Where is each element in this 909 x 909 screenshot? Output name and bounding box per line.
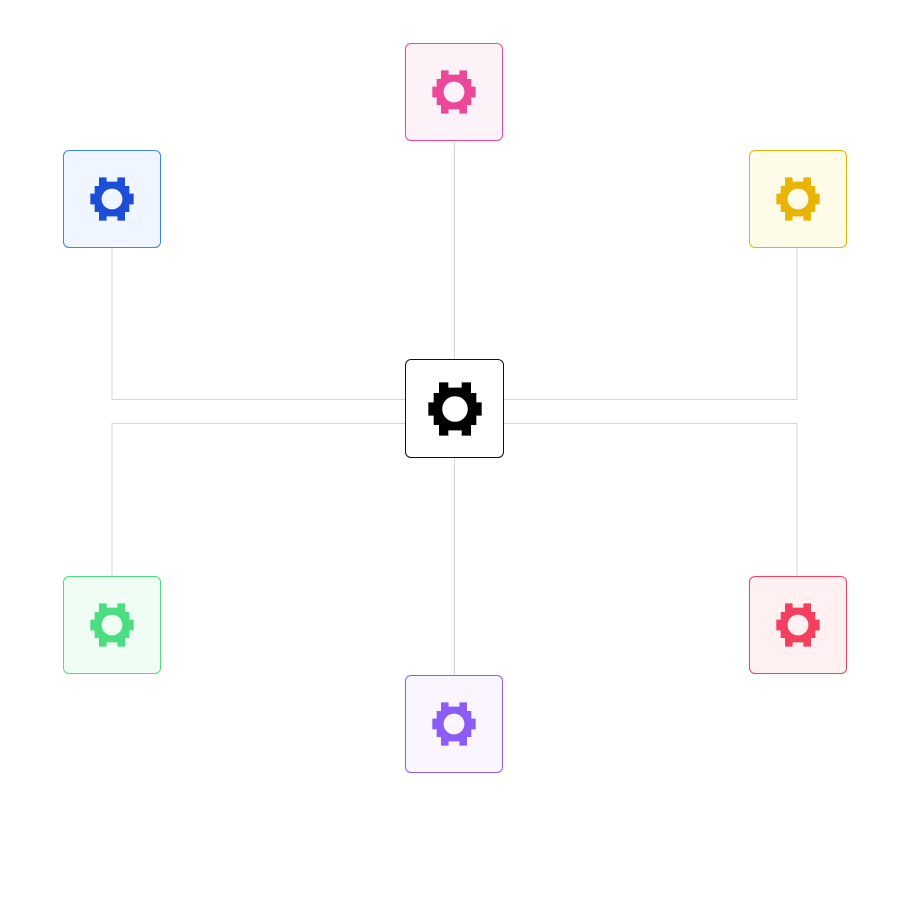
puzzle-icon	[776, 603, 820, 647]
integration-node-upper-left[interactable]	[63, 150, 161, 248]
puzzle-icon	[432, 70, 476, 114]
connector-lower-right	[504, 423, 798, 576]
puzzle-icon	[776, 177, 820, 221]
integration-node-lower-left[interactable]	[63, 576, 161, 674]
integration-node-center[interactable]	[405, 359, 504, 458]
integration-node-lower-right[interactable]	[749, 576, 847, 674]
integration-node-top[interactable]	[405, 43, 503, 141]
integration-node-bottom[interactable]	[405, 675, 503, 773]
puzzle-icon	[427, 381, 482, 436]
connector-upper-left	[111, 248, 405, 400]
integration-node-upper-right[interactable]	[749, 150, 847, 248]
puzzle-icon	[90, 177, 134, 221]
connector-lower-left	[111, 423, 405, 576]
puzzle-icon	[90, 603, 134, 647]
connector-upper-right	[504, 248, 798, 400]
puzzle-icon	[432, 702, 476, 746]
